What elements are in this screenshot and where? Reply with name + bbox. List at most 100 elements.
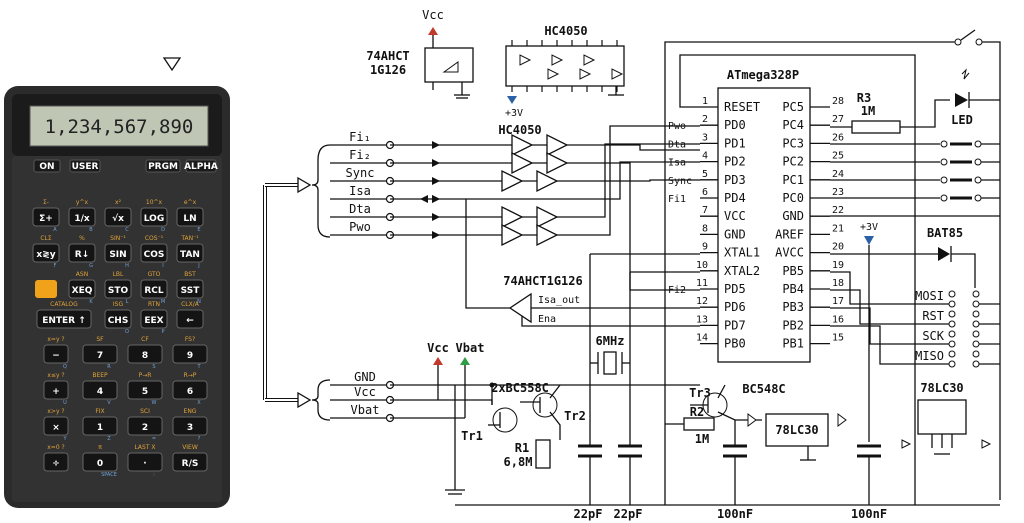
calc-key[interactable] xyxy=(68,207,96,227)
key-shift-label: RTN xyxy=(148,301,160,308)
calc-key[interactable] xyxy=(104,309,132,329)
calc-key[interactable] xyxy=(172,344,208,364)
calc-key[interactable] xyxy=(140,309,168,329)
calc-key[interactable] xyxy=(176,243,204,263)
key-shift-label: VIEW xyxy=(182,444,198,451)
key-shift-label: ASN xyxy=(76,271,88,278)
calc-key[interactable] xyxy=(68,279,96,299)
calc-key-label: LOG xyxy=(144,214,164,224)
pin-number-left: 4 xyxy=(702,151,708,162)
calc-key[interactable] xyxy=(68,243,96,263)
calc-key[interactable] xyxy=(140,207,168,227)
calc-key[interactable] xyxy=(176,207,204,227)
calc-key[interactable] xyxy=(127,452,163,472)
calc-key[interactable] xyxy=(104,243,132,263)
pin-name-vcc: VCC xyxy=(724,209,746,223)
calc-key[interactable] xyxy=(36,309,92,329)
power-label-1: Vcc xyxy=(354,385,376,399)
ena-label: Ena xyxy=(538,314,556,325)
vbat-bottom-label: Vbat xyxy=(456,341,485,355)
calc-key[interactable] xyxy=(43,452,69,472)
pin-name-pb5: PB5 xyxy=(782,264,804,278)
calc-key[interactable] xyxy=(82,452,118,472)
calc-key[interactable] xyxy=(140,243,168,263)
calc-key[interactable] xyxy=(32,207,60,227)
key-alpha-label: = xyxy=(152,436,156,442)
tr1-label: Tr1 xyxy=(461,429,483,443)
calc-key[interactable] xyxy=(127,380,163,400)
pin-number-left: 3 xyxy=(702,132,708,143)
calc-key[interactable] xyxy=(43,380,69,400)
capacitor-label-3: 100nF xyxy=(851,507,887,521)
key-shift-label: x>y ? xyxy=(47,408,64,415)
pin-number-left: 2 xyxy=(702,114,708,125)
calc-key[interactable] xyxy=(127,416,163,436)
r1-label: R1 xyxy=(515,441,529,455)
key-alpha-label: C xyxy=(125,227,129,233)
key-label: PRGM xyxy=(148,162,178,172)
key-alpha-label: B xyxy=(89,227,93,233)
key-shift-label: % xyxy=(79,235,85,242)
key-on[interactable] xyxy=(33,159,61,173)
key-alpha-label: Y xyxy=(62,436,67,442)
calc-key[interactable] xyxy=(82,344,118,364)
calc-key[interactable] xyxy=(43,344,69,364)
pin-name-pd0: PD0 xyxy=(724,118,746,132)
key-alpha-label: O xyxy=(125,329,129,335)
calc-key[interactable] xyxy=(104,207,132,227)
isp-label-miso: MISO xyxy=(915,349,944,363)
calc-key-label: − xyxy=(52,351,60,361)
key-alpha[interactable] xyxy=(185,159,217,173)
pin-number-right: 18 xyxy=(832,278,844,289)
buffer-gate-icon xyxy=(547,68,560,80)
calc-key[interactable] xyxy=(172,416,208,436)
isa-out-label: Isa_out xyxy=(538,295,580,306)
signal-label-5: Pwo xyxy=(349,220,371,234)
calc-key-label: √x xyxy=(112,213,124,224)
power-section: Vcc Vbat 2xBC558C Tr1 Tr2 R1 6,8M Tr3 xyxy=(390,341,1000,506)
pin-name-xtal1: XTAL1 xyxy=(724,246,760,260)
calc-key[interactable] xyxy=(104,279,132,299)
calc-key-label: × xyxy=(52,423,60,433)
calc-key[interactable] xyxy=(176,279,204,299)
calc-key[interactable] xyxy=(140,279,168,299)
buffer-gate-icon xyxy=(579,68,592,80)
key-alpha-label: S xyxy=(152,364,155,370)
tr3-label: Tr3 xyxy=(689,386,711,400)
pin-name-pc2: PC2 xyxy=(782,155,804,169)
pin-name-pc1: PC1 xyxy=(782,173,804,187)
key-label: ALPHA xyxy=(184,162,218,172)
signal-label-1: Fi₂ xyxy=(349,148,371,162)
calc-key[interactable] xyxy=(172,380,208,400)
buffer-gate-icon xyxy=(536,169,559,193)
calc-key-label: 4 xyxy=(97,387,103,397)
pin-number-left: 6 xyxy=(702,187,708,198)
calc-key[interactable] xyxy=(127,344,163,364)
pin-net-label: Fi2 xyxy=(668,285,686,296)
key-shift-label: 10^x xyxy=(146,199,163,206)
calc-key[interactable] xyxy=(43,416,69,436)
key-alpha-label: ? xyxy=(198,436,201,442)
key-alpha-label: Z xyxy=(107,436,111,442)
key-shift-label: TAN⁻¹ xyxy=(180,235,199,242)
buffer-gate-icon xyxy=(611,68,624,80)
pin-name-pb4: PB4 xyxy=(782,282,804,296)
calc-key[interactable] xyxy=(172,452,208,472)
key-shift-label: ENG xyxy=(184,408,197,415)
shift-key[interactable] xyxy=(35,280,57,298)
key-shift-label: FS? xyxy=(185,336,195,343)
plus3v-left-label: +3V xyxy=(505,108,523,119)
calc-key[interactable] xyxy=(82,416,118,436)
signal-label-0: Fi₁ xyxy=(349,130,371,144)
calc-key[interactable] xyxy=(176,309,204,329)
key-user[interactable] xyxy=(69,159,101,173)
key-prgm[interactable] xyxy=(145,159,181,173)
power-label-0: GND xyxy=(354,370,376,384)
calc-key[interactable] xyxy=(32,243,60,263)
power-label-2: Vbat xyxy=(351,403,380,417)
calc-key[interactable] xyxy=(82,380,118,400)
calc-key-label: 2 xyxy=(142,423,148,433)
isp-label-rst: RST xyxy=(922,309,944,323)
